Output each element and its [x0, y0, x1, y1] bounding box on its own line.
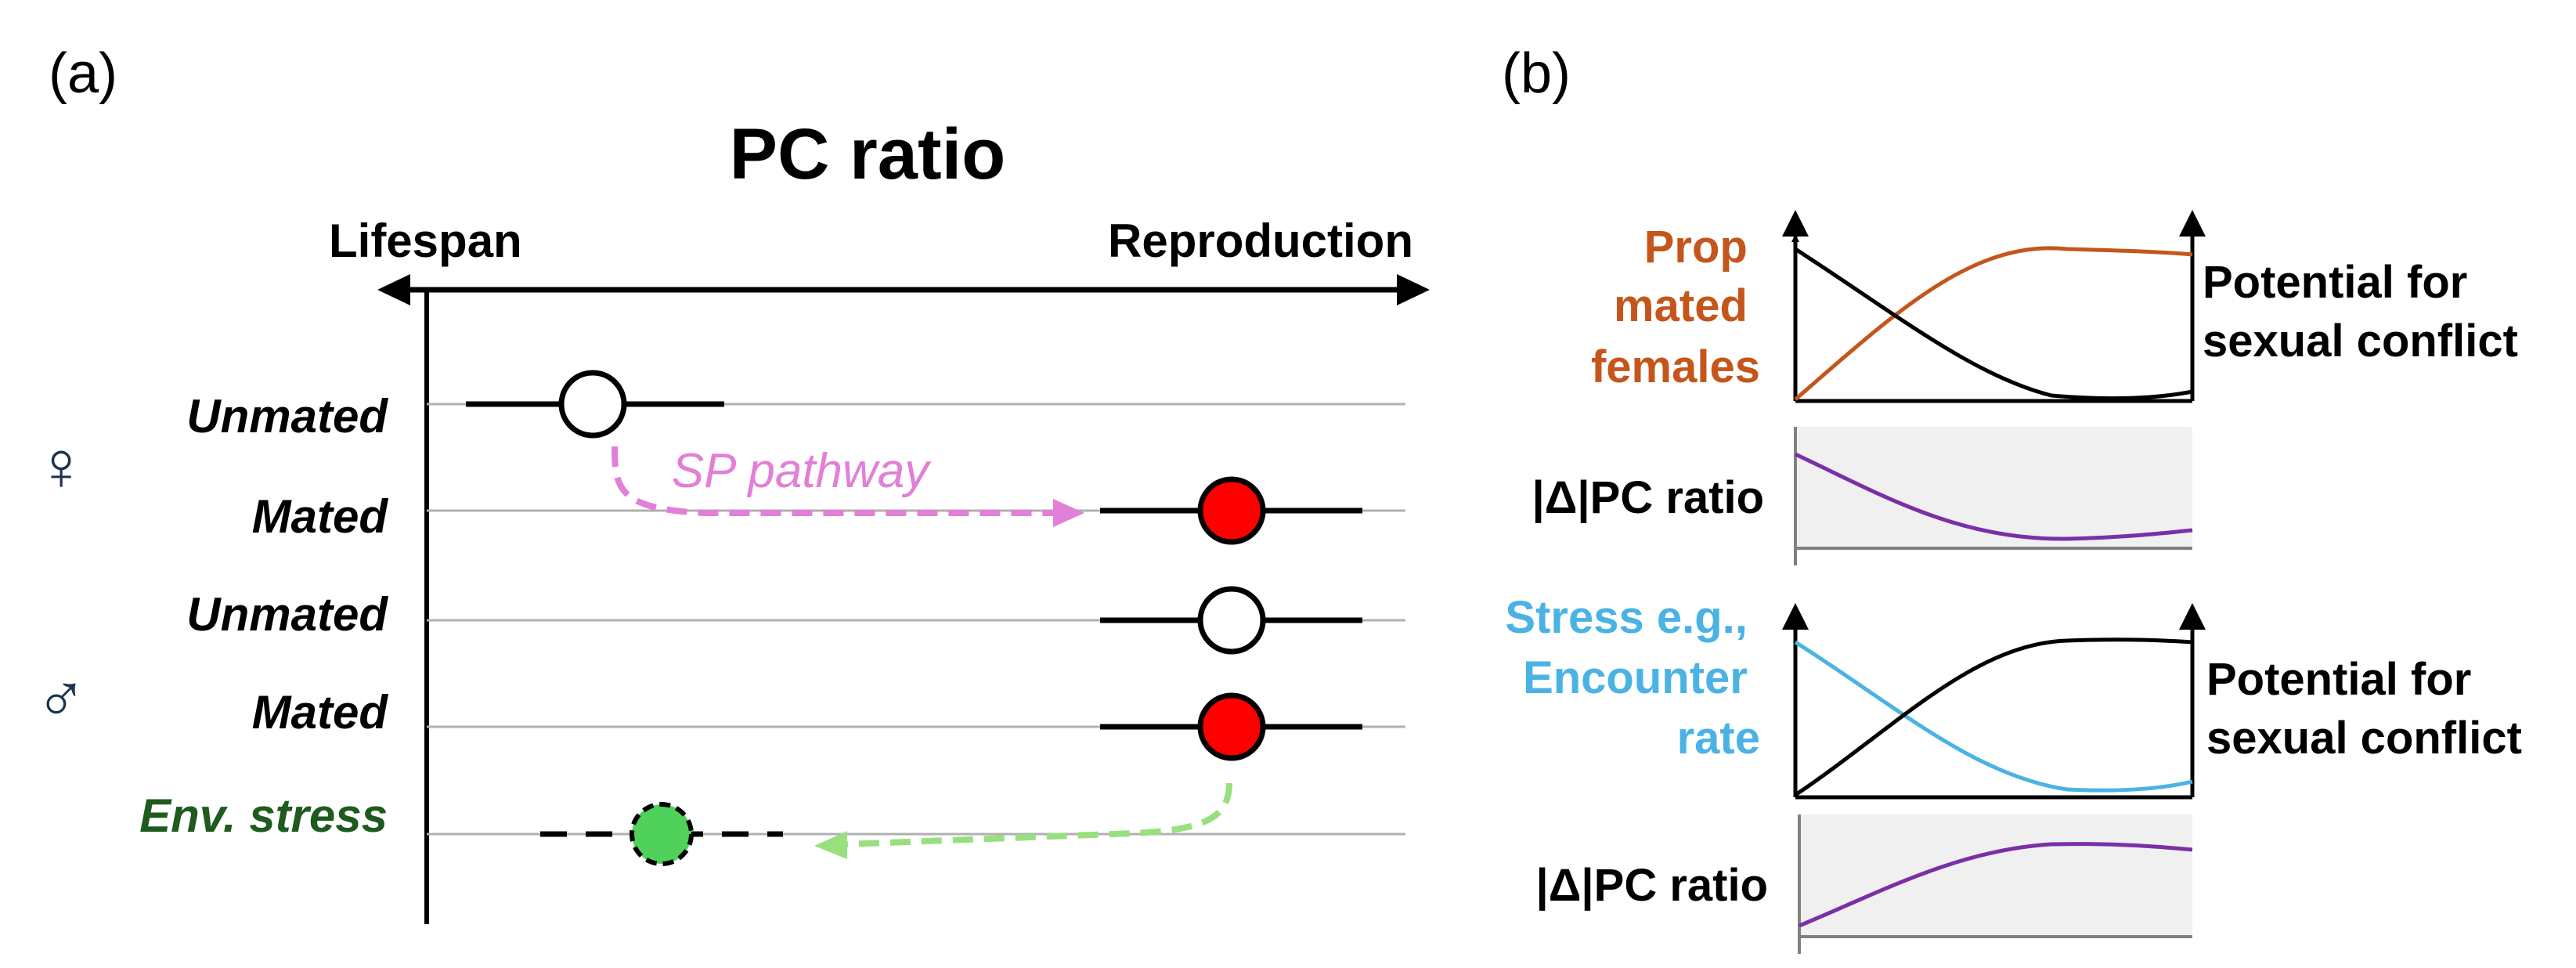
- marker-male-mated: [1100, 692, 1362, 761]
- row-label-male-unmated: Unmated: [186, 588, 388, 641]
- row-label-env-stress: Env. stress: [139, 789, 388, 842]
- bottom-black-curve: [1794, 638, 2193, 797]
- panel-a-label: (a): [49, 42, 117, 105]
- bottom-y-label: Stress e.g., Encounter rate: [1505, 592, 1760, 764]
- bottom-plot: Stress e.g., Encounter rate Potential fo…: [1505, 592, 2522, 800]
- axis-right-arrow-icon: [1397, 274, 1430, 305]
- axis-right-label: Reproduction: [1108, 215, 1413, 267]
- sp-pathway-arrow: SP pathway: [612, 444, 1084, 527]
- marker-female-unmated: [466, 370, 724, 439]
- env-arrowhead-icon: [814, 831, 847, 859]
- row-label-female-unmated: Unmated: [186, 390, 388, 442]
- env-stress-arrow: [814, 782, 1232, 859]
- top-subplot: |Δ|PC ratio: [1532, 427, 2193, 565]
- marker-env-stress: [540, 802, 783, 866]
- top-black-curve: [1794, 247, 2193, 401]
- top-orange-curve: [1794, 246, 2193, 401]
- axis-left-label: Lifespan: [329, 215, 522, 267]
- panel-a-title: PC ratio: [730, 114, 1006, 194]
- male-symbol-icon: ♂: [35, 659, 87, 737]
- top-right-label: Potential for sexual conflict: [2203, 257, 2518, 367]
- bottom-left-arrow-icon: [1782, 603, 1809, 630]
- bottom-right-arrow-icon: [2179, 603, 2206, 630]
- bottom-sub-label: |Δ|PC ratio: [1535, 860, 1768, 911]
- axis-left-arrow-icon: [377, 274, 410, 305]
- top-right-arrow-icon: [2179, 210, 2206, 237]
- female-symbol-icon: ♀: [35, 427, 87, 504]
- row-label-male-mated: Mated: [252, 686, 389, 739]
- top-y-label: Prop mated females: [1591, 222, 1760, 392]
- bottom-purple-curve: [1799, 842, 2193, 928]
- pc-ratio-axis: [377, 274, 1430, 924]
- top-sub-label: |Δ|PC ratio: [1532, 472, 1764, 523]
- sp-pathway-label: SP pathway: [672, 444, 933, 498]
- panel-a: (a) PC ratio Lifespan Reproduction Unmat…: [35, 42, 1430, 924]
- panel-b-label: (b): [1502, 42, 1571, 105]
- panel-b: (b) Prop mated females Potential for sex…: [1502, 42, 2522, 954]
- bottom-subplot: |Δ|PC ratio: [1535, 814, 2193, 954]
- sp-arrowhead-icon: [1053, 499, 1084, 527]
- top-plot: Prop mated females Potential for sexual …: [1591, 210, 2518, 403]
- top-left-arrow-icon: [1782, 210, 1809, 237]
- marker-female-mated: [1100, 476, 1362, 545]
- row-label-female-mated: Mated: [252, 490, 389, 543]
- bottom-blue-curve: [1794, 640, 2193, 793]
- bottom-right-label: Potential for sexual conflict: [2206, 654, 2522, 764]
- marker-male-unmated: [1100, 586, 1362, 655]
- top-purple-curve: [1794, 452, 2193, 541]
